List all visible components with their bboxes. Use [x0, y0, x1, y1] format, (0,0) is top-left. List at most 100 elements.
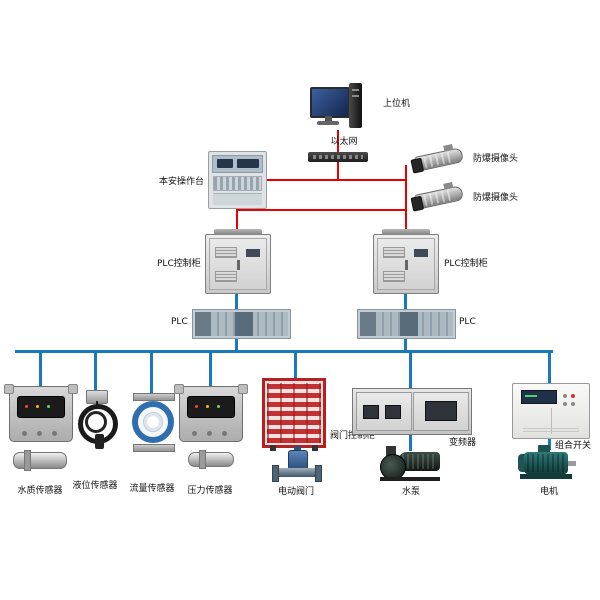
blue-drop-pressure-sensor: [209, 352, 212, 388]
cabinet-vent: [215, 247, 237, 258]
plc-control-cabinet-left: [205, 229, 271, 294]
blue-drop-level-sensor: [94, 352, 97, 392]
water-quality-sensor-box: [4, 384, 78, 442]
blue-line-combo-to-motor: [548, 436, 551, 450]
blue-line-rack-right-to-bus: [404, 337, 407, 352]
plc-power-supply: [360, 312, 376, 336]
valve-actuator-cap: [294, 446, 301, 451]
blue-line-inverter-to-pump: [409, 431, 412, 451]
flow-sensor-label: 流量传感器: [129, 484, 175, 494]
valve-actuator: [288, 450, 308, 470]
pump-inlet: [386, 446, 396, 456]
plc-control-cabinet-right: [373, 229, 439, 294]
red-line-switch-down: [337, 162, 339, 181]
blue-drop-combo-switch: [548, 352, 551, 385]
tower-drive-slot: [352, 89, 359, 91]
cabinet-display: [414, 249, 428, 257]
cabinet-vent: [383, 271, 405, 282]
red-line-right-riser: [405, 165, 407, 235]
combination-switch-cabinet: [512, 383, 590, 439]
valve-flange: [315, 465, 322, 482]
blue-line-cabinet-right-to-rack: [404, 291, 407, 309]
console-label: 本安操作台: [159, 177, 205, 187]
blue-drop-flow-sensor: [150, 352, 153, 395]
cabinet-vent: [215, 271, 237, 282]
level-sensor-probe: [95, 434, 104, 449]
inverter-cabinet: [352, 388, 472, 435]
explosionproof-camera-top: [410, 143, 465, 174]
camera-top-label: 防爆摄像头: [473, 154, 519, 164]
motor-base: [520, 474, 572, 479]
valve-body: [272, 465, 322, 482]
flowmeter-top-flange: [133, 393, 175, 401]
plc-rack-left: [192, 309, 291, 339]
plc-cpu-module: [235, 312, 253, 336]
water-quality-probe: [13, 450, 67, 471]
cabinet-leg: [270, 445, 276, 451]
probe-flange: [24, 450, 31, 471]
ethernet-label: 以太网: [330, 137, 358, 147]
water-quality-sensor-label: 水质传感器: [17, 486, 63, 496]
pressure-sensor-box: [174, 384, 248, 442]
blue-drop-valve-cabinet: [294, 352, 297, 380]
inverter-vent: [363, 405, 379, 419]
blue-bus: [15, 350, 553, 353]
cabinet-handle: [237, 260, 240, 270]
red-line-horizontal-lower: [236, 209, 407, 211]
red-line-left-riser: [236, 205, 238, 235]
plc-left-label: PLC: [171, 317, 188, 327]
cable-glands: [192, 431, 197, 436]
plc-cabinet-right-label: PLC控制柜: [444, 259, 488, 269]
console-panel: [212, 155, 263, 173]
mounting-ear: [174, 384, 184, 394]
cabinet-vent: [523, 426, 579, 432]
switch-buttons: [563, 394, 567, 398]
pump-base: [380, 477, 440, 481]
valve-flange: [272, 465, 279, 482]
cable-glands: [22, 431, 27, 436]
inverter-display: [425, 401, 457, 421]
motor-label: 电机: [539, 487, 559, 497]
cabinet-leg: [312, 445, 318, 451]
valve-cabinet-columns: [267, 383, 321, 443]
flowmeter-bottom-flange: [133, 444, 175, 452]
mounting-ear: [4, 384, 14, 394]
sensor-display-window: [187, 396, 235, 418]
plc-right-label: PLC: [459, 317, 476, 327]
host-computer-label: 上位机: [383, 99, 411, 109]
level-sensor-coil-inner: [85, 411, 107, 433]
console-screen: [217, 159, 233, 168]
motor-body: [524, 452, 568, 474]
plc-cabinet-left-label: PLC控制柜: [157, 259, 201, 269]
red-line-horizontal-upper: [264, 179, 407, 181]
cabinet-top-fittings: [382, 229, 430, 235]
pump-motor: [398, 452, 440, 471]
blue-drop-water-quality: [39, 352, 42, 388]
combination-switch-label: 组合开关: [555, 441, 592, 451]
switch-ports: [313, 155, 363, 159]
mounting-ear: [238, 384, 248, 394]
blue-line-rack-left-to-bus: [235, 337, 238, 352]
pump-motor-fins: [402, 454, 436, 469]
motor-end-bell: [518, 454, 526, 472]
pressure-transmitter: [188, 450, 234, 469]
motor-terminal-box: [538, 445, 550, 453]
tower-drive-slot: [352, 95, 359, 97]
valve-control-cabinet: [262, 378, 326, 451]
cabinet-top-fittings: [214, 229, 262, 235]
cabinet-vent: [383, 247, 405, 258]
operator-console: [208, 151, 267, 209]
host-computer-tower: [349, 83, 362, 128]
plc-cpu-module: [400, 312, 418, 336]
red-line-pc-to-switch: [337, 130, 339, 154]
mounting-ear: [68, 384, 78, 394]
plc-power-supply: [195, 312, 211, 336]
explosionproof-camera-bottom: [410, 181, 465, 212]
camera-bottom-label: 防爆摄像头: [473, 193, 519, 203]
monitor-stand: [325, 116, 332, 121]
inverter-label: 变频器: [449, 438, 477, 448]
electric-valve-label: 电动阀门: [277, 487, 315, 497]
motor-fins: [527, 454, 565, 472]
cabinet-handle: [405, 260, 408, 270]
blue-line-cabinet-left-to-rack: [235, 291, 238, 309]
